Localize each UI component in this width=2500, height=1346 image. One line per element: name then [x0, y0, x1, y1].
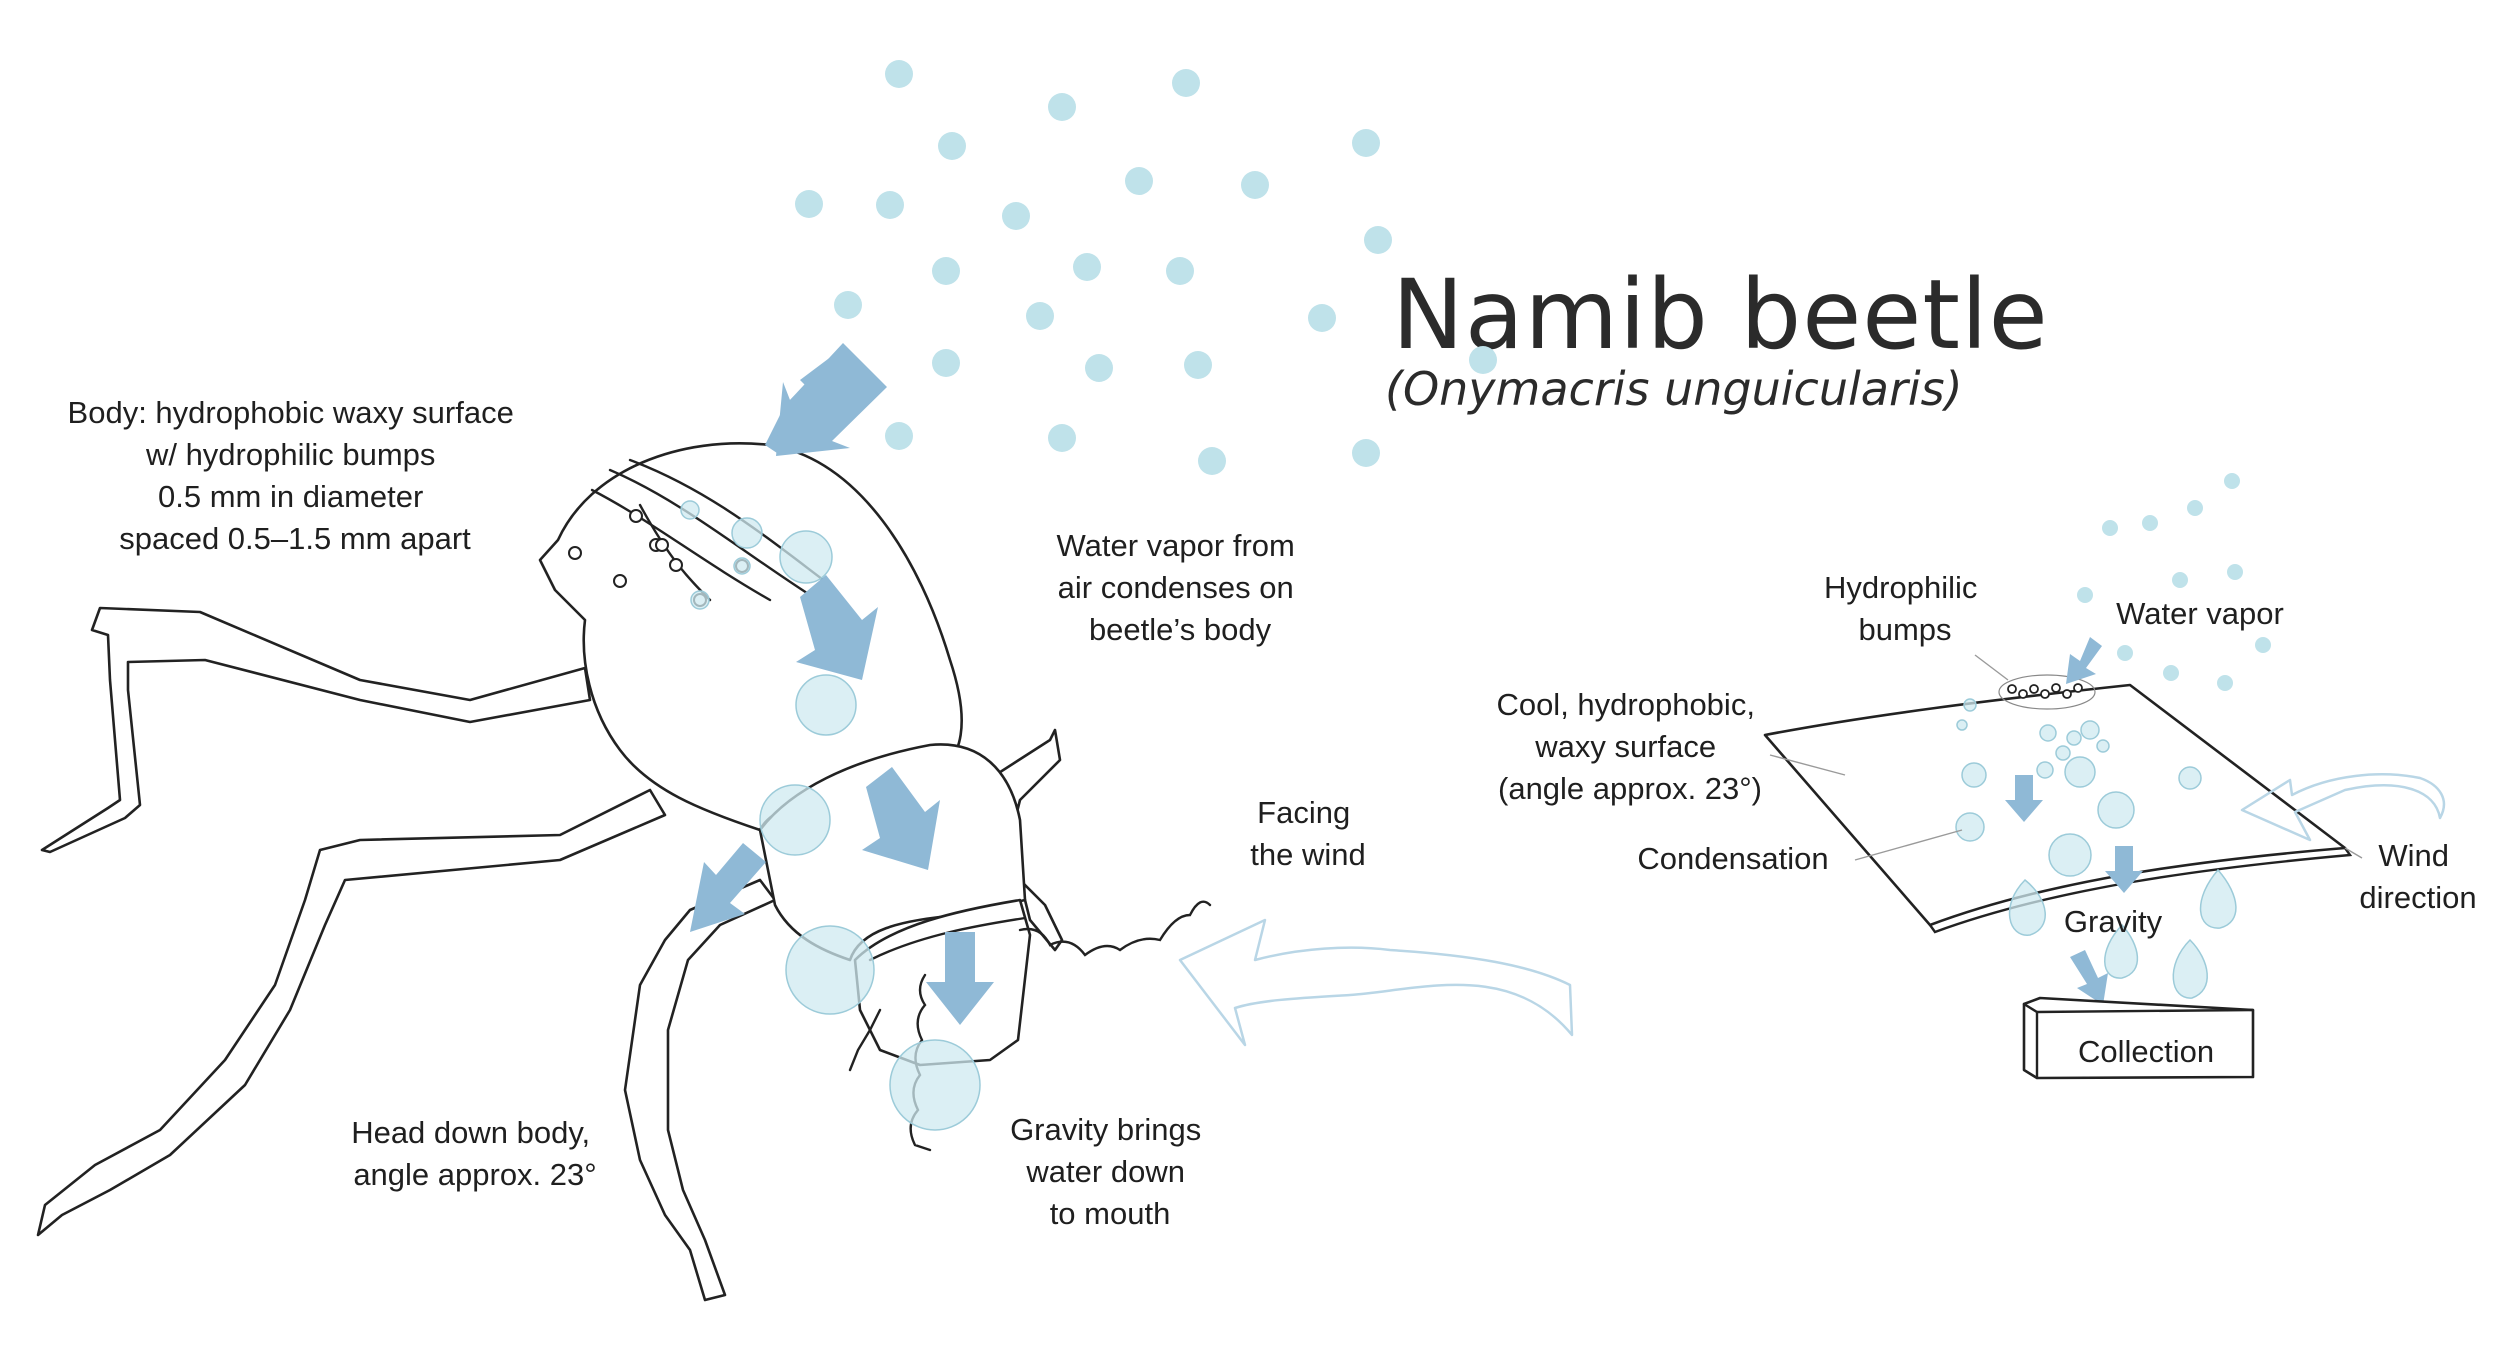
label-water-vapor: Water vapor [2116, 596, 2284, 631]
surface-schematic [1765, 473, 2444, 1078]
label-hydrophilic-bumps: Hydrophilic bumps [1824, 570, 1986, 647]
schematic-vapor-dots [2077, 473, 2271, 691]
beetle-leg-rear-left [42, 608, 590, 852]
label-body: Body: hydrophobic waxy surface w/ hydrop… [68, 395, 523, 556]
diagram-subtitle: (Onymacris unguicularis) [1385, 362, 1963, 416]
label-collection: Collection [2078, 1034, 2214, 1069]
label-wind-direction: Wind direction [2359, 838, 2476, 915]
beetle-leg-mid [625, 880, 775, 1300]
label-gravity-mouth: Gravity brings water down to mouth [1010, 1112, 1210, 1231]
label-gravity: Gravity [2064, 904, 2163, 939]
wind-arrow-beetle [1180, 920, 1572, 1045]
label-condensation: Condensation [1637, 841, 1828, 876]
label-facing-wind: Facing the wind [1250, 795, 1365, 872]
waxy-surface [1765, 685, 2345, 925]
label-waxy-surface: Cool, hydrophobic, waxy surface (angle a… [1496, 687, 1763, 806]
label-vapor-condenses: Water vapor from air condenses on beetle… [1057, 528, 1304, 647]
label-head-down: Head down body, angle approx. 23° [351, 1115, 599, 1192]
